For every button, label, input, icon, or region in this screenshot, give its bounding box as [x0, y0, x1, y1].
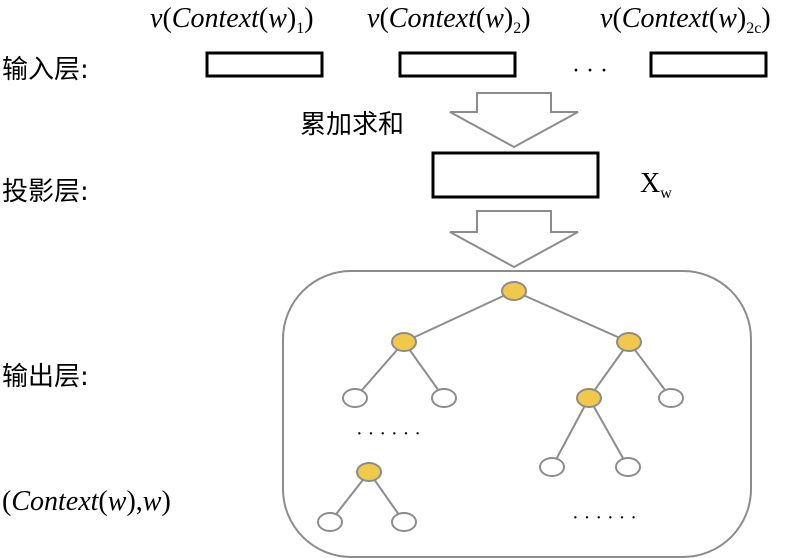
input-vector-box-2	[398, 51, 517, 78]
tree-edge	[354, 341, 405, 399]
tree-ellipsis-right: · · · · · ·	[572, 507, 637, 529]
tree-edge	[403, 290, 515, 343]
input-ellipsis: · · ·	[572, 58, 608, 84]
tree-node-leaf	[342, 388, 368, 408]
projection-layer-label: 投影层:	[2, 177, 89, 207]
tree-node-active	[356, 462, 382, 482]
tree-node-leaf	[615, 457, 641, 477]
tree-edge	[551, 397, 590, 468]
sum-arrow	[449, 92, 579, 149]
projection-vector-label: Xw	[640, 168, 672, 202]
tree-node-leaf	[539, 457, 565, 477]
tree-node-leaf	[391, 512, 417, 532]
tree-node-active	[391, 332, 417, 352]
projection-arrow	[449, 210, 579, 269]
input-vector-box-1	[205, 51, 324, 78]
tree-node-leaf	[317, 512, 343, 532]
input-vector-label-3: v(Context(w)2c)	[600, 3, 771, 37]
input-vector-label-1: v(Context(w)1)	[150, 3, 314, 37]
input-layer-label: 输入层:	[2, 55, 89, 85]
tree-node-active	[576, 388, 602, 408]
output-tree-frame	[282, 270, 752, 558]
tree-ellipsis-left: · · · · · ·	[356, 423, 421, 445]
tree-node-active	[616, 332, 642, 352]
tree-node-leaf	[658, 388, 684, 408]
output-layer-label: 输出层:	[2, 362, 89, 392]
tree-edge	[628, 341, 672, 399]
tree-node-root	[501, 281, 527, 301]
tree-edge	[403, 341, 445, 399]
training-sample-label: (Context(w),w)	[2, 486, 171, 517]
tree-nodes-active	[356, 281, 642, 482]
tree-edge	[588, 397, 629, 468]
tree-nodes-inactive	[317, 388, 684, 532]
tree-edge	[513, 290, 630, 343]
sum-label: 累加求和	[300, 110, 404, 140]
tree-node-leaf	[431, 388, 457, 408]
input-vector-label-2: v(Context(w)2)	[367, 3, 531, 37]
projection-vector-box	[431, 151, 600, 199]
tree-edge	[588, 341, 630, 399]
input-vector-box-3	[649, 51, 768, 78]
